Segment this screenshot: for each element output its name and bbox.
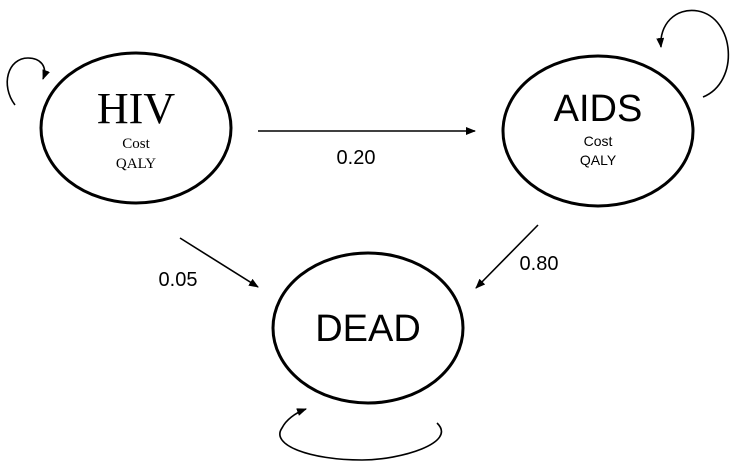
dead-self-loop-arrow <box>279 408 443 461</box>
state-dead: DEAD <box>271 251 465 405</box>
hiv-to-aids-probability: 0.20 <box>337 147 376 169</box>
hiv-to-dead-probability: 0.05 <box>159 269 198 291</box>
aids-cost-label: Cost <box>584 133 613 149</box>
hiv-to-dead-arrow <box>179 237 259 288</box>
hiv-self-loop-arrow <box>6 57 50 106</box>
aids-to-dead-probability: 0.80 <box>520 253 559 275</box>
aids-self-loop-arrow <box>656 9 730 98</box>
state-hiv: HIV Cost QALY <box>39 51 233 205</box>
hiv-ellipse <box>39 51 233 205</box>
aids-ellipse <box>501 54 695 208</box>
aids-qaly-label: QALY <box>580 152 617 168</box>
dead-title: DEAD <box>315 308 421 350</box>
state-aids: AIDS Cost QALY <box>501 54 695 208</box>
hiv-cost-label: Cost <box>122 136 150 152</box>
aids-title: AIDS <box>554 88 643 130</box>
dead-ellipse <box>271 251 465 405</box>
hiv-title: HIV <box>97 84 175 133</box>
hiv-qaly-label: QALY <box>116 156 156 172</box>
aids-to-dead-arrow <box>475 224 539 289</box>
